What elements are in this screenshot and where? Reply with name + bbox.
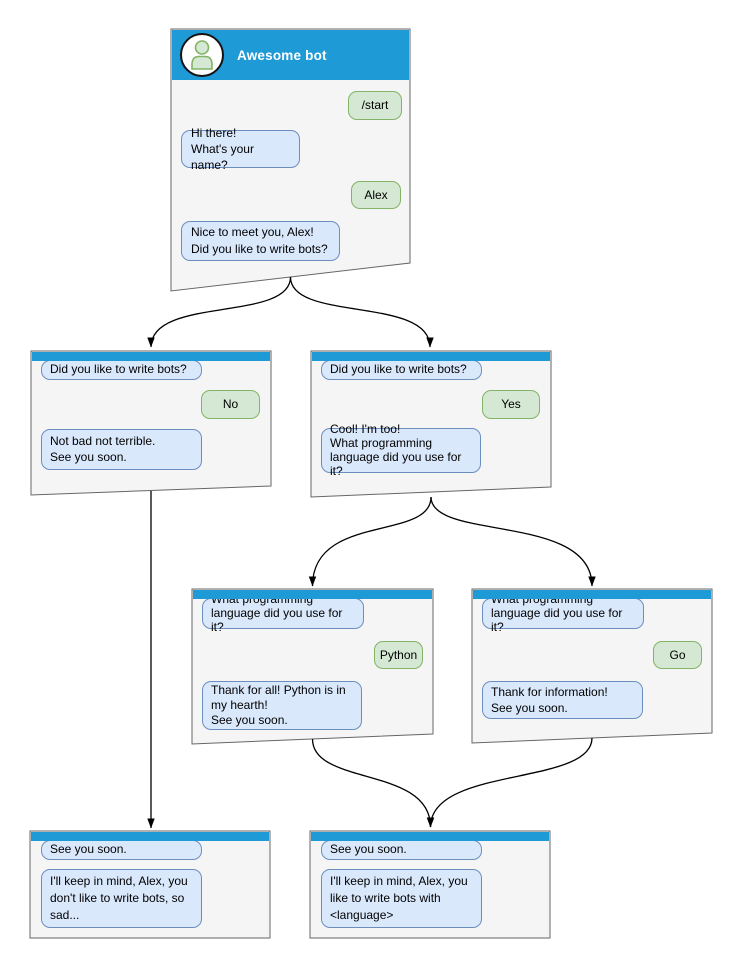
bot-title: Awesome bot <box>237 47 327 63</box>
bot-message-greeting: Hi there! What's your name? <box>181 126 300 172</box>
user-message-go: Go <box>653 641 702 669</box>
chat-window-branch-python: What programming language did you use fo… <box>192 589 433 744</box>
chat-header <box>311 832 549 841</box>
user-message-python: Python <box>374 641 423 669</box>
chat-window-branch-go: What programming language did you use fo… <box>472 589 712 743</box>
user-message-no: No <box>201 390 260 419</box>
edge-yes-to-go <box>430 496 596 587</box>
chat-window-end-no: See you soon. I'll keep in mind, Alex, y… <box>30 831 270 938</box>
avatar <box>180 33 224 77</box>
bot-message-farewell: I'll keep in mind, Alex, you like to wri… <box>321 869 482 928</box>
edge-root-to-yes <box>289 276 434 348</box>
bot-message-echo: Did you like to write bots? <box>321 360 482 380</box>
bot-message-echo: What programming language did you use fo… <box>202 592 364 634</box>
chat-header: Awesome bot <box>172 30 409 80</box>
chat-window-branch-yes: Did you like to write bots? Yes Cool! I'… <box>311 351 551 497</box>
chat-header <box>32 352 270 361</box>
bot-message-echo: Did you like to write bots? <box>41 360 202 380</box>
bot-message-reply: Cool! I'm too! What programming language… <box>321 422 481 478</box>
bot-message-echo: See you soon. <box>321 840 482 860</box>
bot-message-reply: Thank for information! See you soon. <box>482 681 643 719</box>
bot-message-question: Nice to meet you, Alex! Did you like to … <box>181 221 340 261</box>
bot-message-reply: Thank for all! Python is in my hearth! S… <box>202 681 362 730</box>
edge-root-to-no <box>147 276 292 348</box>
bot-message-echo: What programming language did you use fo… <box>482 592 644 634</box>
chat-window-end-yes: See you soon. I'll keep in mind, Alex, y… <box>310 831 550 938</box>
bot-message-reply: Not bad not terrible. See you soon. <box>41 429 202 470</box>
user-message-start: /start <box>348 91 402 120</box>
edge-yes-to-python <box>308 496 432 587</box>
chat-header <box>193 590 432 599</box>
chat-header <box>31 832 269 841</box>
user-message-yes: Yes <box>482 390 540 419</box>
bot-message-farewell: I'll keep in mind, Alex, you don't like … <box>41 869 202 928</box>
edge-python-to-end <box>311 738 435 828</box>
person-icon <box>191 40 213 70</box>
chat-header <box>312 352 550 361</box>
chat-window-root: Awesome bot /start Hi there! What's your… <box>171 29 410 291</box>
user-message-name: Alex <box>351 181 401 209</box>
chat-window-branch-no: Did you like to write bots? No Not bad n… <box>31 351 271 495</box>
bot-message-echo: See you soon. <box>41 840 202 860</box>
edge-go-to-end <box>426 737 593 828</box>
chat-header <box>473 590 711 599</box>
